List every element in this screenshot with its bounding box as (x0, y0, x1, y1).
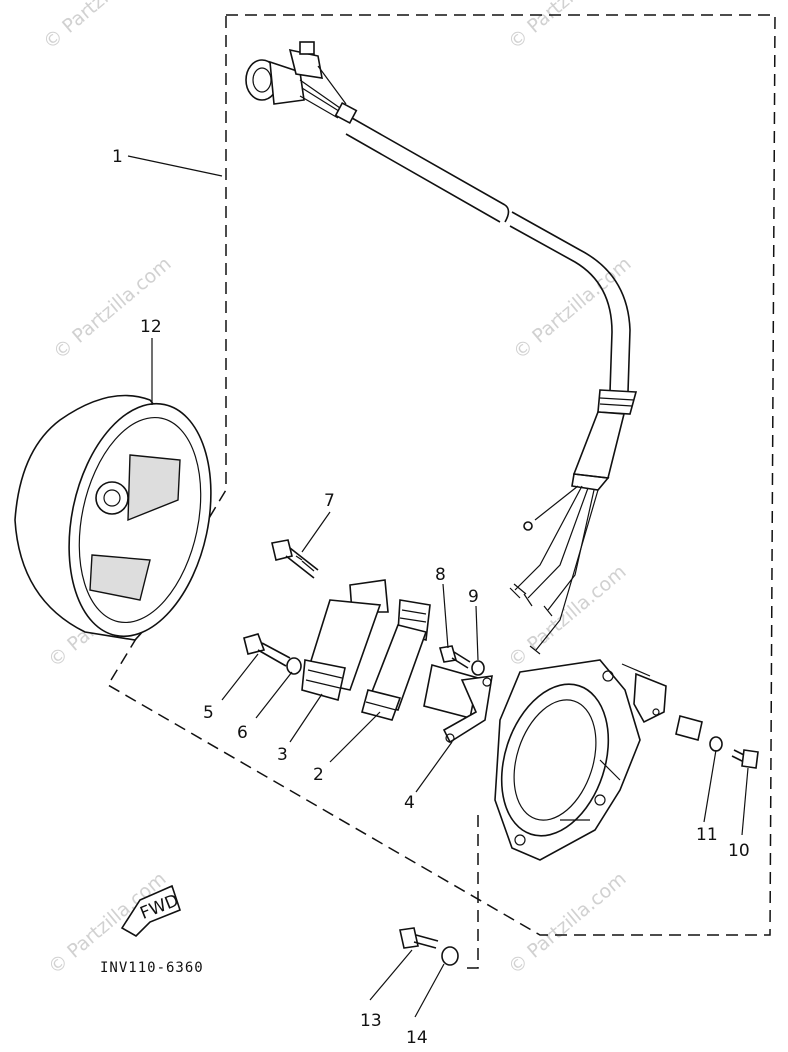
callout-13: 13 (360, 1011, 382, 1031)
watermark-mid-right: © Partzilla.com (509, 253, 635, 364)
washer-6 (286, 657, 302, 675)
callout-4: 4 (404, 793, 415, 813)
assembly-boundary (106, 14, 776, 936)
callout-10: 10 (728, 841, 750, 861)
callout-5: 5 (203, 703, 214, 723)
watermark-bottom-right: © Partzilla.com (504, 868, 630, 979)
pulser-coil-4 (423, 663, 493, 744)
callout-9: 9 (468, 587, 479, 607)
washer-11 (709, 736, 723, 752)
stator-plate (494, 659, 641, 861)
boundary-branch-13-14 (462, 815, 479, 969)
screw-5 (243, 633, 291, 667)
watermark-mid-left: © Partzilla.com (49, 253, 175, 364)
callout-6: 6 (237, 723, 248, 743)
callout-2: 2 (313, 765, 324, 785)
washer-9 (471, 660, 485, 676)
callout-12: 12 (140, 317, 162, 337)
callout-7: 7 (324, 491, 335, 511)
callout-3: 3 (277, 745, 288, 765)
screw-10 (731, 749, 759, 769)
coil-3 (301, 579, 389, 701)
callout-11: 11 (696, 825, 718, 845)
leader-lines (127, 155, 749, 1018)
screw-13 (399, 927, 439, 949)
wire-harness (245, 41, 638, 655)
bracket (621, 663, 703, 741)
screw-7 (271, 539, 319, 579)
diagram-code: INV110-6360 (100, 960, 204, 976)
watermark-lower-right: © Partzilla.com (504, 561, 630, 672)
callout-14: 14 (406, 1028, 428, 1048)
watermark-top-right: © Partzilla.com (504, 0, 630, 54)
watermark-top-left: © Partzilla.com (39, 0, 165, 54)
screw-8 (438, 645, 471, 669)
washer-14 (441, 946, 459, 966)
callout-8: 8 (435, 565, 446, 585)
coil-2 (361, 599, 431, 721)
flywheel (14, 394, 212, 641)
callout-labels: 1 2 3 4 5 6 7 8 9 10 11 12 13 14 (112, 147, 750, 1048)
callout-1: 1 (112, 147, 123, 167)
